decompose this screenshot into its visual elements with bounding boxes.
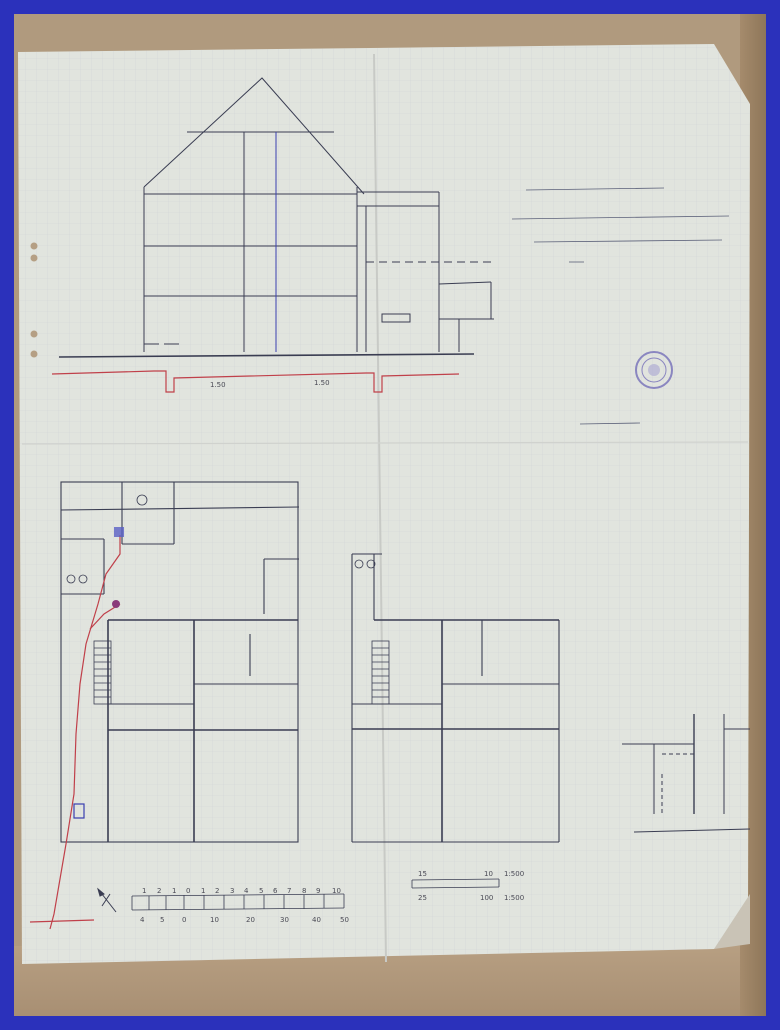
- stairs-ground: [93, 640, 112, 705]
- street-edge: [29, 919, 95, 923]
- building-section: [58, 77, 494, 358]
- stamp-seal-icon: [635, 351, 673, 389]
- scale-number: 0: [186, 887, 190, 895]
- scale-right-numbers: 15 10 1:500 25 100 1:500: [418, 870, 524, 902]
- scale-number: 100: [480, 894, 493, 902]
- section-level-label: 1.50: [210, 381, 226, 389]
- scale-number: 5: [259, 887, 263, 895]
- drain-inspection-boxes: [73, 527, 124, 819]
- scale-upper-numbers: 1 2 1 0 1 2 3 4 5 6 7 8 9 10: [142, 887, 341, 895]
- scale-number: 10: [484, 870, 493, 878]
- photo-background: 1.50 1.50: [14, 14, 766, 1016]
- drawing-layer: 1.50 1.50: [29, 77, 751, 930]
- scale-number: 1:500: [504, 894, 524, 902]
- scale-bar: [131, 878, 500, 911]
- stairs-upper: [371, 640, 390, 705]
- section-level-label: 1.50: [314, 379, 330, 387]
- scale-number: 10: [210, 916, 219, 924]
- site-plan: [622, 714, 751, 833]
- scale-number: 7: [287, 887, 291, 895]
- scale-number: 5: [160, 916, 164, 924]
- title-block-lines: [511, 187, 730, 263]
- scale-number: 2: [157, 887, 161, 895]
- plan-sheet: [18, 44, 750, 964]
- scale-number: 20: [246, 916, 255, 924]
- scale-number: 3: [230, 887, 234, 895]
- scale-number: 1: [172, 887, 176, 895]
- scale-number: 4: [140, 916, 145, 924]
- scale-lower-numbers: 4 5 0 10 20 30 40 50: [140, 916, 349, 924]
- upper-floor-plan: [351, 553, 560, 843]
- courtyard-fixtures: [66, 494, 148, 584]
- scale-number: 2: [215, 887, 219, 895]
- scale-number: 8: [302, 887, 306, 895]
- scale-number: 0: [182, 916, 186, 924]
- scale-number: 15: [418, 870, 427, 878]
- north-arrow-icon: [97, 887, 117, 913]
- upper-fixtures: [354, 559, 376, 569]
- scale-number: 30: [280, 916, 289, 924]
- scale-number: 4: [244, 887, 249, 895]
- scale-number: 6: [273, 887, 278, 895]
- scale-number: 1: [142, 887, 146, 895]
- scale-number: 1:500: [504, 870, 524, 878]
- legend-underline: [579, 422, 641, 425]
- scale-number: 50: [340, 916, 349, 924]
- scale-number: 40: [312, 916, 321, 924]
- scale-number: 10: [332, 887, 341, 895]
- scale-number: 9: [316, 887, 320, 895]
- ground-floor-plan: [60, 481, 300, 843]
- scale-number: 25: [418, 894, 427, 902]
- section-drain-line: [51, 370, 460, 393]
- scale-number: 1: [201, 887, 205, 895]
